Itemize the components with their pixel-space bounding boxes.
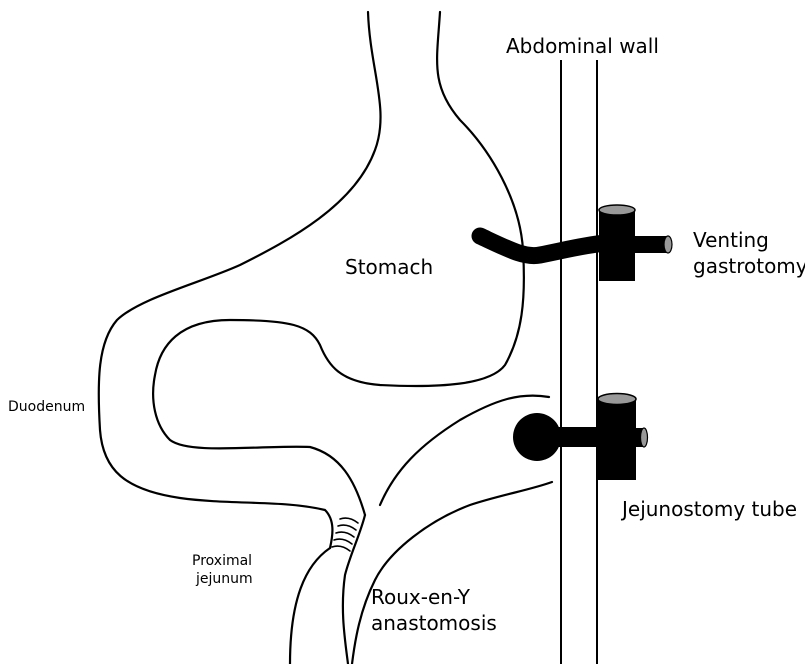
stomach-outline-left (99, 12, 381, 548)
proximal-jejunum-label-line2: jejunum (196, 571, 253, 587)
jejunostomy-tube-label: Jejunostomy tube (622, 498, 797, 521)
roux-limb-outline-lower (352, 482, 552, 664)
proximal-jejunum-outline (290, 548, 330, 664)
venting-gastrotomy-tube (480, 205, 672, 281)
abdominal-wall-label: Abdominal wall (506, 35, 659, 58)
roux-en-y-label-line1: Roux-en-Y (371, 586, 470, 609)
proximal-jejunum-label-line1: Proximal (192, 553, 252, 569)
venting-gastrotomy-label-line1: Venting (693, 229, 769, 252)
duodenum-label: Duodenum (8, 399, 85, 415)
roux-en-y-label-line2: anastomosis (371, 612, 497, 635)
jejunostomy-tube (513, 394, 648, 481)
venting-gastrotomy-label-line2: gastrotomy (693, 255, 805, 278)
stomach-label: Stomach (345, 256, 433, 279)
stomach-outline-right (153, 12, 524, 515)
